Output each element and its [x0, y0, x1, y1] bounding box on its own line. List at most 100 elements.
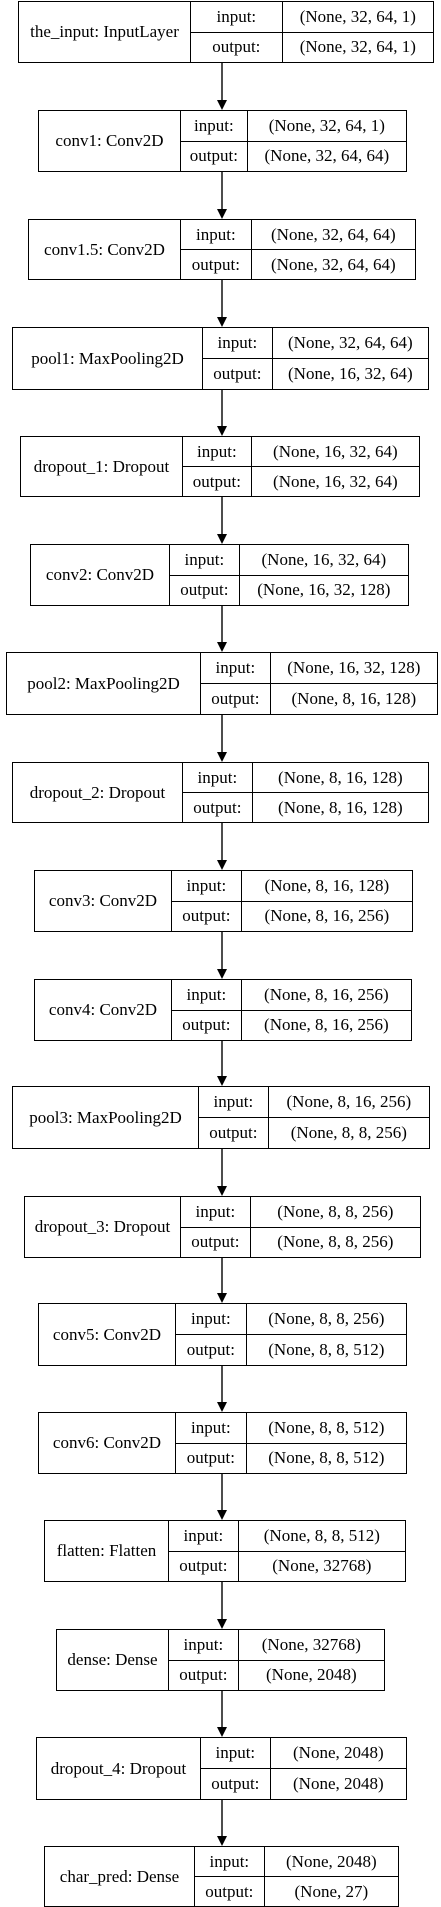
output-shape: (None, 16, 32, 64)	[288, 364, 413, 383]
input-shape: (None, 8, 8, 512)	[263, 1525, 380, 1545]
output-label: output:	[201, 684, 271, 714]
output-row: output:(None, 8, 16, 256)	[172, 1009, 411, 1040]
edge-arrow	[217, 63, 227, 110]
output-shape: (None, 16, 32, 64)	[273, 471, 398, 491]
input-shape: (None, 8, 8, 256)	[268, 1309, 385, 1328]
input-label: input:	[169, 1521, 239, 1551]
input-row: input:(None, 16, 32, 64)	[170, 545, 408, 575]
layer-name: dense: Dense	[57, 1630, 169, 1690]
layer-name: pool2: MaxPooling2D	[7, 653, 201, 714]
layer-name: conv1: Conv2D	[39, 111, 181, 171]
output-shape: (None, 16, 32, 128)	[257, 580, 391, 600]
layer-name: dropout_4: Dropout	[37, 1738, 201, 1799]
output-label: output:	[169, 1660, 239, 1690]
output-label: output:	[176, 1335, 247, 1365]
layer-shapes: input: (None, 8, 8, 512)output:(None, 8, …	[176, 1413, 406, 1473]
layer-name: conv2: Conv2D	[31, 545, 170, 605]
input-row: input:(None, 32, 64, 1)	[181, 111, 406, 141]
input-row: input: (None, 32, 64, 1)	[191, 2, 433, 32]
output-row: output: (None, 8, 16, 256)	[172, 900, 412, 931]
output-row: output:(None, 8, 16, 128)	[183, 792, 428, 822]
input-shape: (None, 8, 16, 256)	[286, 1092, 412, 1111]
output-row: output:(None, 16, 32, 64)	[183, 466, 419, 496]
output-label: output:	[172, 901, 242, 931]
input-label: input:	[181, 220, 252, 249]
layer-shapes: input:(None, 32, 64, 1)output:(None, 32,…	[181, 111, 406, 171]
edge-arrow	[217, 280, 227, 327]
output-row: output:(None, 8, 8, 256)	[181, 1226, 420, 1257]
output-label: output:	[199, 1118, 269, 1148]
output-shape: (None, 8, 16, 128)	[278, 797, 403, 817]
layer-name: conv4: Conv2D	[35, 980, 172, 1040]
input-shape: (None, 32, 64, 1)	[299, 6, 416, 26]
input-row: input:(None, 8, 16, 128)	[172, 871, 412, 901]
edge-arrow	[217, 823, 227, 870]
input-shape: (None, 8, 16, 256)	[264, 984, 389, 1004]
input-row: input:(None, 16, 32, 128)	[201, 653, 437, 683]
output-shape: (None, 8, 8, 512)	[268, 1448, 385, 1468]
layer-name: conv1.5: Conv2D	[29, 220, 181, 279]
output-label: output:	[201, 1769, 271, 1799]
layer-shapes: input: (None, 8, 8, 256) output: (None, 8, …	[176, 1304, 406, 1365]
input-label: input:	[191, 2, 283, 32]
input-shape: (None, 32, 64, 64)	[288, 333, 413, 352]
input-label: input:	[176, 1413, 247, 1443]
input-label: input:	[181, 1197, 251, 1227]
layer-shapes: input:(None, 16, 32, 64)output:(None, 16…	[170, 545, 408, 605]
layer-name: dropout_2: Dropout	[13, 763, 183, 822]
input-label: input:	[181, 111, 248, 141]
edge-arrow	[217, 172, 227, 219]
output-label: output:	[191, 32, 283, 62]
output-row: output:(None, 8, 8, 512)	[176, 1442, 406, 1473]
output-row: output:(None, 2048)	[201, 1768, 406, 1799]
input-row: input: (None, 2048)	[195, 1847, 398, 1876]
edge-arrow	[217, 1258, 227, 1303]
edge-arrow	[217, 497, 227, 544]
output-row: output:(None, 8, 8, 256)	[199, 1117, 429, 1148]
output-row: output:(None, 32768)	[169, 1550, 405, 1581]
output-shape: (None, 8, 8, 512)	[268, 1340, 385, 1359]
input-label: input:	[176, 1304, 247, 1334]
input-label: input:	[172, 980, 242, 1010]
input-label: input:	[183, 763, 253, 792]
edge-arrow	[217, 1366, 227, 1412]
input-shape: (None, 2048)	[286, 1851, 377, 1871]
layer-name: conv6: Conv2D	[39, 1413, 176, 1473]
input-shape: (None, 2048)	[293, 1743, 384, 1762]
layer-name: the_input: InputLayer	[19, 2, 191, 62]
edge-arrow	[217, 932, 227, 979]
input-row: input:(None, 8, 16, 256)	[199, 1087, 429, 1117]
input-label: input:	[203, 328, 273, 358]
output-row: output: (None, 2048)	[169, 1659, 384, 1690]
output-shape: (None, 2048)	[266, 1665, 357, 1685]
layer-shapes: input: (None, 8, 16, 128)output:(None, 8,…	[183, 763, 428, 822]
layer-name: flatten: Flatten	[45, 1521, 169, 1581]
input-row: input:(None, 8, 8, 256)	[181, 1197, 420, 1227]
layer-name: conv3: Conv2D	[35, 871, 172, 931]
input-shape: (None, 16, 32, 64)	[261, 549, 387, 569]
input-label: input:	[195, 1847, 265, 1876]
output-row: output:(None, 16, 32, 128)	[170, 574, 408, 605]
edge-arrow	[217, 1691, 227, 1737]
layer-shapes: input:(None, 8, 16, 256)output:(None, 8,…	[199, 1087, 429, 1148]
input-row: input:(None, 2048)	[201, 1738, 406, 1768]
input-label: input:	[169, 1630, 239, 1660]
output-label: output:	[181, 141, 248, 171]
output-row: output:(None, 32, 64, 64)	[181, 140, 406, 171]
edge-arrow	[217, 715, 227, 762]
output-row: output:(None, 8, 16, 128)	[201, 683, 437, 714]
layer-shapes: input: (None, 8, 8, 512) output:(None, 327…	[169, 1521, 405, 1581]
output-label: output:	[181, 1227, 251, 1257]
output-shape: (None, 8, 16, 256)	[264, 906, 390, 926]
layer-name: conv5: Conv2D	[39, 1304, 176, 1365]
edge-arrow	[217, 1149, 227, 1196]
